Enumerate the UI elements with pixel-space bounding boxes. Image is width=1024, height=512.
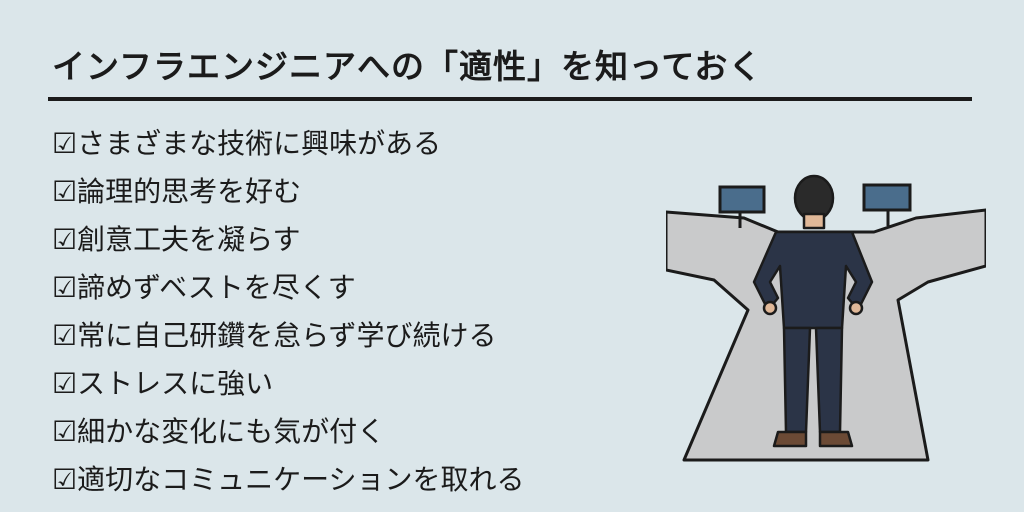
page-title: インフラエンジニアへの「適性」を知っておく xyxy=(52,47,763,86)
businessman-figure xyxy=(752,174,874,448)
checklist-item: ☑ストレスに強い xyxy=(52,367,274,400)
checklist-item: ☑諦めずベストを尽くす xyxy=(52,271,356,304)
checklist-item: ☑適切なコミュニケーションを取れる xyxy=(52,463,525,496)
left-signpost xyxy=(718,185,766,228)
right-signpost xyxy=(862,183,912,226)
checklist-item: ☑さまざまな技術に興味がある xyxy=(52,127,442,160)
title-divider xyxy=(48,97,972,101)
businessman-at-crossroads-icon xyxy=(666,174,986,462)
checklist-item: ☑常に自己研鑽を怠らず学び続ける xyxy=(52,319,497,352)
checklist-item: ☑論理的思考を好む xyxy=(52,175,302,208)
aptitude-checklist: ☑さまざまな技術に興味がある ☑論理的思考を好む ☑創意工夫を凝らす ☑諦めずベ… xyxy=(52,121,525,505)
checklist-item: ☑創意工夫を凝らす xyxy=(52,223,301,256)
checklist-item: ☑細かな変化にも気が付く xyxy=(52,415,386,448)
